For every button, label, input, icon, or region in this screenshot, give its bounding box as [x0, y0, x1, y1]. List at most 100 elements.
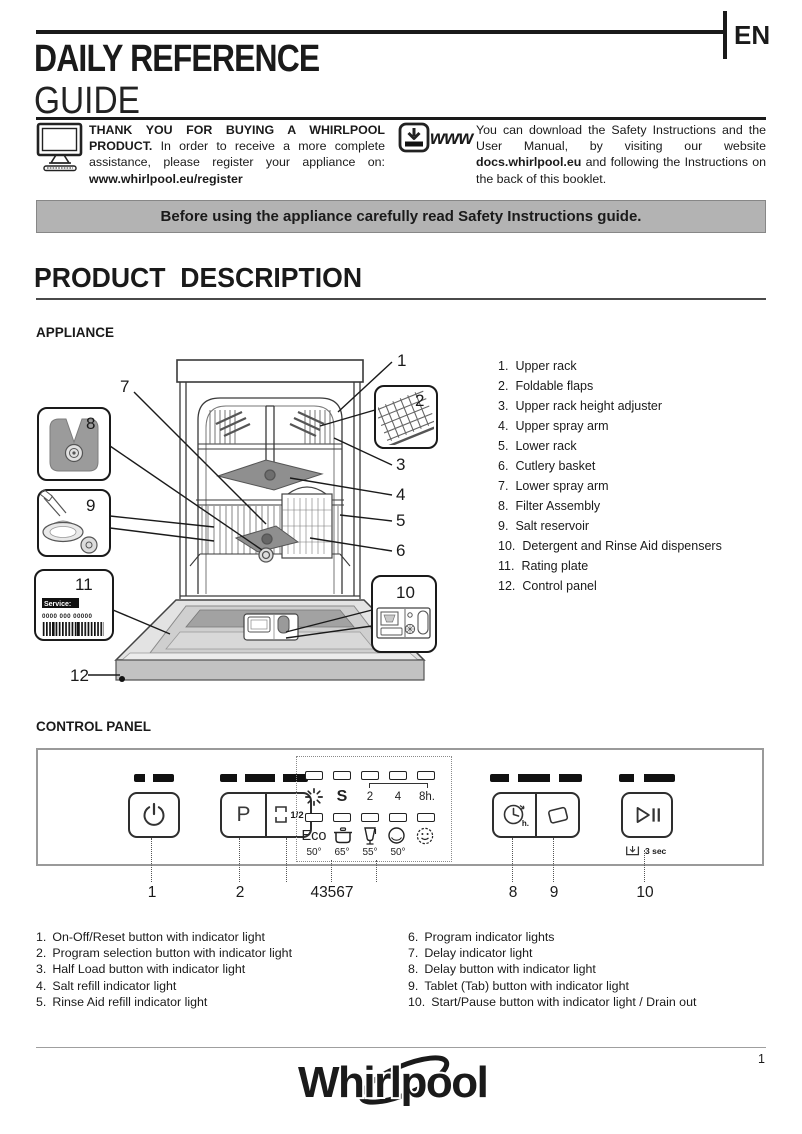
callout-10: 10	[396, 583, 415, 602]
drain-icon	[624, 844, 642, 858]
rinse-aid-icon: S	[336, 788, 348, 805]
appliance-heading: APPLIANCE	[36, 325, 115, 340]
half-load-label: 1/2	[290, 809, 304, 821]
safety-banner: Before using the appliance carefully rea…	[36, 200, 766, 233]
language-label: EN	[734, 19, 771, 50]
delay-tab-buttons: h.	[492, 792, 580, 838]
eco-temp: 50°	[306, 847, 322, 858]
start-pause-button	[621, 792, 673, 838]
page-number: 1	[758, 1052, 765, 1066]
callout-3: 3	[396, 455, 405, 474]
register-paragraph: THANK YOU FOR BUYING A WHIRLPOOL PRODUCT…	[89, 122, 385, 187]
service-number: 0000 000 00000	[42, 613, 92, 620]
power-icon	[140, 801, 168, 829]
docs-url: docs.whirlpool.eu	[476, 155, 582, 170]
leader-9	[553, 838, 554, 882]
leader-8	[512, 838, 513, 882]
thanks-body: In order to receive a more complete assi…	[89, 139, 385, 170]
program-indicator-bar	[220, 774, 308, 782]
intensive-program-led	[333, 813, 351, 822]
download-text-before: You can download the Safety Instructions…	[476, 123, 766, 154]
delay-hours-bracket	[369, 783, 428, 788]
legend-item: 4.Salt refill indicator light	[36, 978, 177, 993]
fast-program-led	[389, 813, 407, 822]
drain-out-hint: 3 sec	[624, 844, 666, 858]
eco-program-led	[305, 813, 323, 822]
fast-temp: 50°	[390, 847, 406, 858]
callout-6: 6	[396, 541, 405, 560]
panel-callout-10: 10	[636, 884, 654, 901]
callout-12: 12	[70, 666, 89, 685]
legend-item: 2.Program selection button with indicato…	[36, 946, 293, 961]
normal-program-led	[361, 813, 379, 822]
delay-h-label: h.	[521, 819, 529, 828]
callout-11: 11	[75, 575, 93, 594]
glass-program-icon	[360, 826, 380, 846]
legend-item: 8.Delay button with indicator light	[408, 962, 596, 977]
program-indicator-cluster: S 2 4 8h. Eco	[296, 756, 452, 862]
inset-rating-plate: Service: 0000 000 00000 11	[34, 569, 114, 641]
delay8-indicator-led	[417, 771, 435, 780]
download-paragraph: You can download the Safety Instructions…	[476, 122, 766, 187]
list-item: 8.Filter Assembly	[498, 499, 601, 513]
legend-item: 3.Half Load button with indicator light	[36, 962, 246, 977]
delay-2h-label: 2	[366, 791, 374, 803]
tab-button	[535, 794, 578, 836]
list-item: 5.Lower rack	[498, 439, 577, 453]
inset-salt-reservoir: 9	[37, 489, 111, 557]
inset-filter-assembly: 8	[37, 407, 111, 481]
half-load-button: 1/2	[265, 794, 310, 836]
half-load-icon	[273, 803, 289, 827]
legend-item: 6.Program indicator lights	[408, 930, 555, 944]
delay2-indicator-led	[361, 771, 379, 780]
salt-indicator-led	[305, 771, 323, 780]
list-item: 11.Rating plate	[498, 559, 589, 573]
parts-list: 1.Upper rack 2.Foldable flaps 3.Upper ra…	[498, 356, 788, 596]
download-www-icon: www	[398, 122, 473, 154]
leader-lines	[88, 361, 393, 676]
control-panel-heading: CONTROL PANEL	[36, 719, 152, 734]
callout-8: 8	[86, 414, 95, 433]
doc-title-line1: DAILY REFERENCE	[34, 38, 320, 80]
language-code: EN	[723, 11, 770, 59]
www-label: www	[430, 128, 473, 149]
dishwasher-body	[114, 359, 426, 682]
delay-tab-indicator-bar	[490, 774, 582, 782]
whirlpool-wordmark: Whirlpool	[298, 1058, 487, 1107]
footer-rule	[36, 1047, 766, 1048]
leader-2	[239, 838, 240, 882]
title-underline	[36, 117, 766, 120]
legend-item: 1.On-Off/Reset button with indicator lig…	[36, 930, 265, 944]
power-button	[128, 792, 180, 838]
delay-8h-label: 8h.	[419, 791, 435, 803]
leader-3	[286, 838, 287, 882]
program-letter: P	[236, 803, 251, 826]
normal-temp: 55°	[362, 847, 378, 858]
panel-legend-left: 1.On-Off/Reset button with indicator lig…	[36, 929, 386, 1010]
door-dispenser	[243, 613, 299, 641]
doc-title-line2: GUIDE	[34, 80, 140, 122]
barcode	[42, 622, 104, 636]
list-item: 10.Detergent and Rinse Aid dispensers	[498, 539, 722, 553]
section-rule	[36, 298, 766, 300]
rinse-indicator-led	[333, 771, 351, 780]
leader-10	[644, 850, 645, 882]
list-item: 4.Upper spray arm	[498, 419, 609, 433]
list-item: 1.Upper rack	[498, 359, 577, 373]
legend-item: 7.Delay indicator light	[408, 946, 533, 961]
control-panel-figure: P 1/2	[36, 748, 764, 866]
callout-9: 9	[86, 496, 95, 515]
delicate-smiley-icon	[415, 826, 435, 846]
inset-foldable-flaps: 2	[374, 385, 438, 449]
pot-program-icon	[331, 826, 355, 846]
inset-dispensers: 10	[371, 575, 437, 653]
safety-banner-text: Before using the appliance carefully rea…	[160, 208, 642, 225]
leader-4	[331, 860, 332, 882]
delay-clock-icon	[501, 801, 529, 829]
delay4-indicator-led	[389, 771, 407, 780]
appliance-diagram: 8 9 Service: 0000 000 00000 11	[34, 351, 438, 685]
callout-5: 5	[396, 511, 405, 530]
delay-4h-label: 4	[394, 791, 402, 803]
delay-button: h.	[494, 794, 535, 836]
